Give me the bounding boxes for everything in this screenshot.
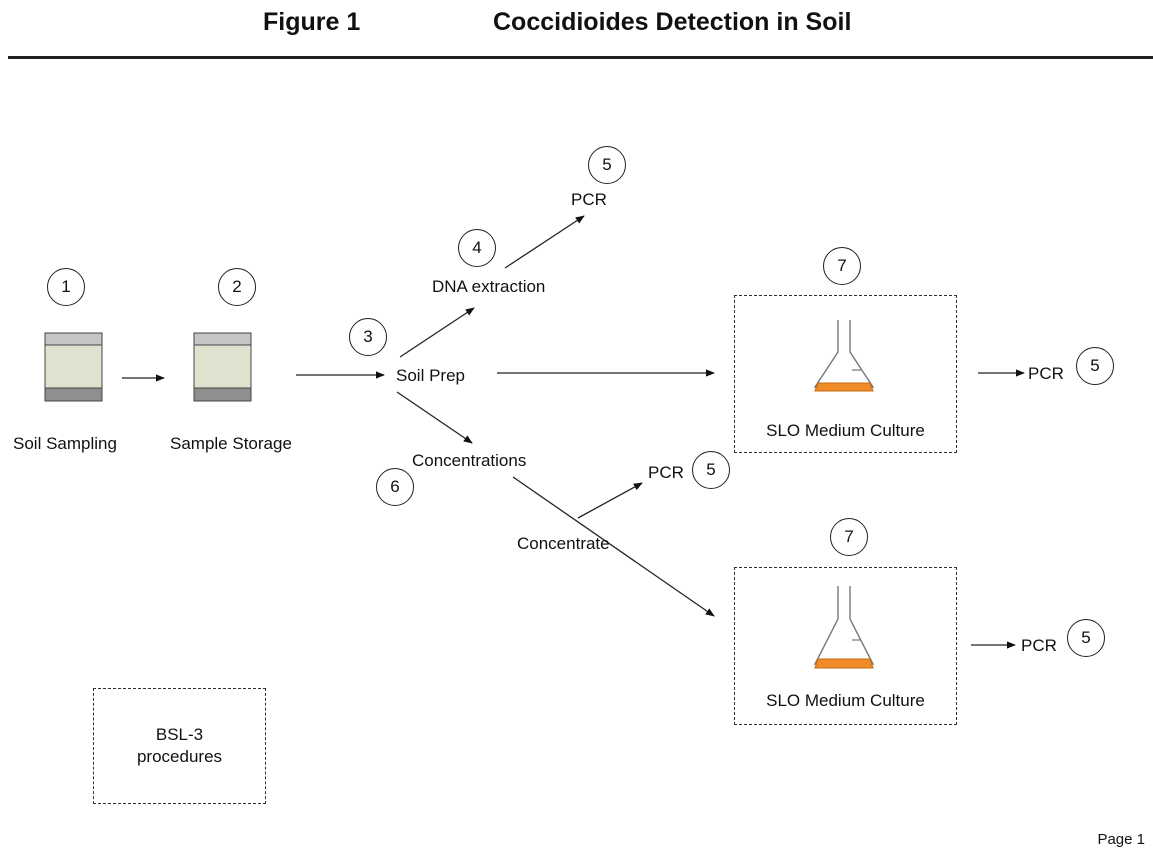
legend-bsl3-box: BSL-3 procedures: [93, 688, 266, 804]
flask-icon-1: [813, 320, 875, 392]
label-pcr-right-1: PCR: [1028, 364, 1064, 383]
label-soil-prep: Soil Prep: [396, 366, 465, 385]
culture-box-2: SLO Medium Culture: [734, 567, 957, 725]
sample-jar-icon-2: [193, 332, 252, 402]
arrow-prep-to-dna: [399, 307, 475, 358]
step-number-5-top: 5: [588, 146, 626, 184]
flask-icon-2: [813, 586, 875, 669]
step-number-5-right-2: 5: [1067, 619, 1105, 657]
legend-bsl3-line1: BSL-3: [155, 725, 204, 744]
step-number-7-b: 7: [830, 518, 868, 556]
label-culture-1: SLO Medium Culture: [766, 421, 925, 440]
page-number: Page 1: [1097, 831, 1145, 848]
culture-box-1: SLO Medium Culture: [734, 295, 957, 453]
title-rule: [8, 56, 1153, 59]
arrow-concentrations-to-culture: [512, 476, 715, 617]
label-sample-storage: Sample Storage: [170, 434, 292, 453]
legend-bsl3-line2: procedures: [136, 747, 223, 766]
figure-label: Figure 1: [263, 8, 361, 36]
label-pcr-mid: PCR: [648, 463, 684, 482]
step-number-6: 6: [376, 468, 414, 506]
step-number-4: 4: [458, 229, 496, 267]
step-number-3: 3: [349, 318, 387, 356]
step-number-5-right-1: 5: [1076, 347, 1114, 385]
arrow-concentrate-to-pcr: [577, 482, 643, 519]
label-pcr-right-2: PCR: [1021, 636, 1057, 655]
arrow-prep-to-concentrations: [396, 391, 473, 444]
step-number-5-mid: 5: [692, 451, 730, 489]
label-soil-sampling: Soil Sampling: [13, 434, 117, 453]
label-dna-extraction: DNA extraction: [432, 277, 546, 296]
label-culture-2: SLO Medium Culture: [766, 691, 925, 710]
step-number-2: 2: [218, 268, 256, 306]
label-concentrate: Concentrate: [517, 534, 610, 553]
step-number-1: 1: [47, 268, 85, 306]
arrow-dna-to-pcr: [504, 215, 585, 269]
label-concentrations: Concentrations: [412, 451, 527, 470]
figure-title: Coccidioides Detection in Soil: [493, 8, 852, 36]
step-number-7-a: 7: [823, 247, 861, 285]
label-pcr-top: PCR: [571, 190, 607, 209]
sample-jar-icon-1: [44, 332, 103, 402]
